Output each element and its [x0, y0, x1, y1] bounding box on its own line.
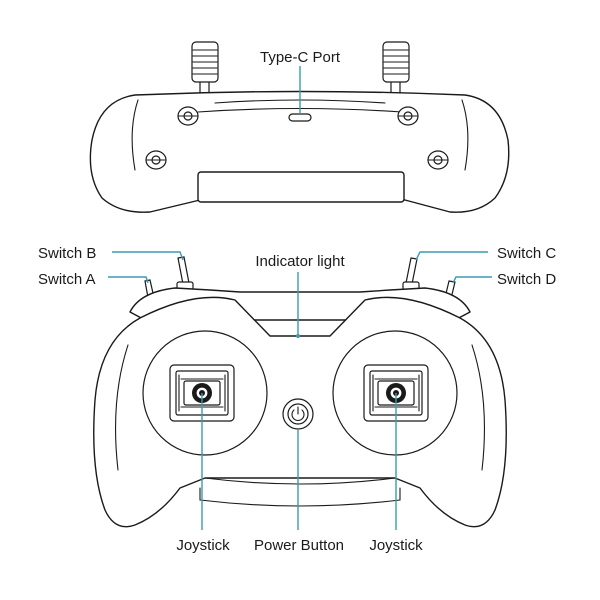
power-button[interactable]: [282, 398, 314, 430]
type-c-port: [288, 113, 312, 122]
joystick-left-label: Joystick: [176, 537, 230, 554]
controller-front-view: [93, 256, 507, 528]
callout-lines: [108, 251, 492, 530]
switch-c-label: Switch C: [497, 245, 556, 262]
switch-b: [176, 256, 194, 293]
indicator-light-label: Indicator light: [255, 253, 345, 270]
joystick-right-label: Joystick: [369, 537, 423, 554]
switch-c: [402, 257, 420, 293]
top-left-switch: [191, 41, 219, 99]
indicator-light: [296, 334, 300, 338]
switch-a-label: Switch A: [38, 271, 96, 288]
switch-d-label: Switch D: [497, 271, 556, 288]
power-icon: [291, 409, 305, 421]
top-view-toggles: [145, 106, 449, 170]
top-right-switch: [382, 41, 410, 99]
controller-top-view: Type-C Port: [89, 41, 510, 213]
type-c-port-label: Type-C Port: [260, 49, 341, 66]
power-button-label: Power Button: [254, 537, 344, 554]
switch-b-label: Switch B: [38, 245, 96, 262]
